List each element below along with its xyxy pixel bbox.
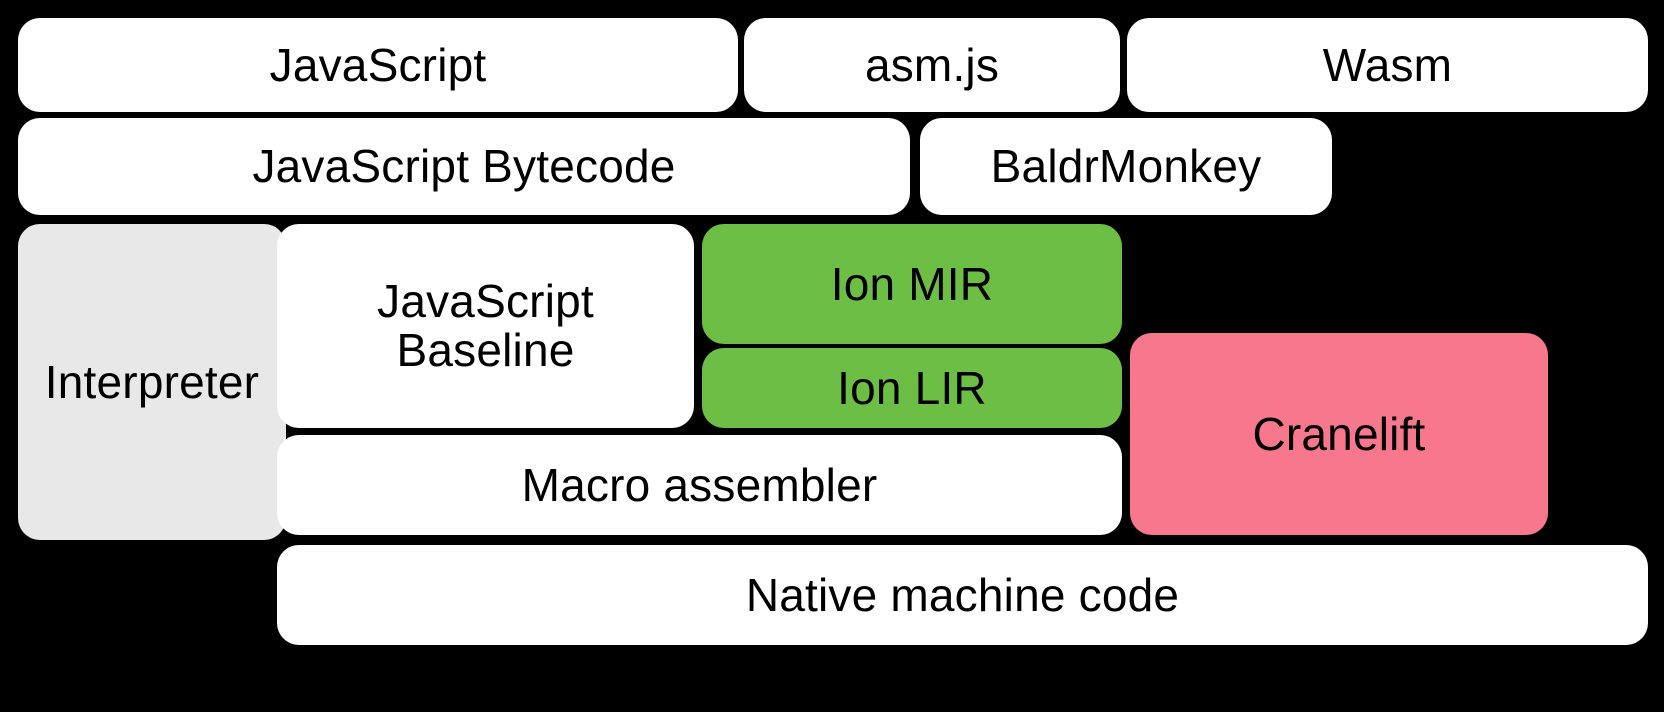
node-asm-js[interactable]: asm.js [744, 18, 1120, 112]
node-cranelift[interactable]: Cranelift [1130, 333, 1548, 535]
node-javascript-baseline[interactable]: JavaScript Baseline [277, 224, 694, 428]
node-interpreter[interactable]: Interpreter [18, 224, 286, 540]
node-ion-mir[interactable]: Ion MIR [702, 224, 1122, 344]
node-javascript[interactable]: JavaScript [18, 18, 738, 112]
node-native-machine-code[interactable]: Native machine code [277, 545, 1648, 645]
node-macro-assembler[interactable]: Macro assembler [277, 435, 1122, 535]
node-wasm[interactable]: Wasm [1127, 18, 1648, 112]
node-ion-lir[interactable]: Ion LIR [702, 348, 1122, 428]
node-javascript-bytecode[interactable]: JavaScript Bytecode [18, 118, 910, 215]
node-baldrmonkey[interactable]: BaldrMonkey [920, 118, 1332, 215]
